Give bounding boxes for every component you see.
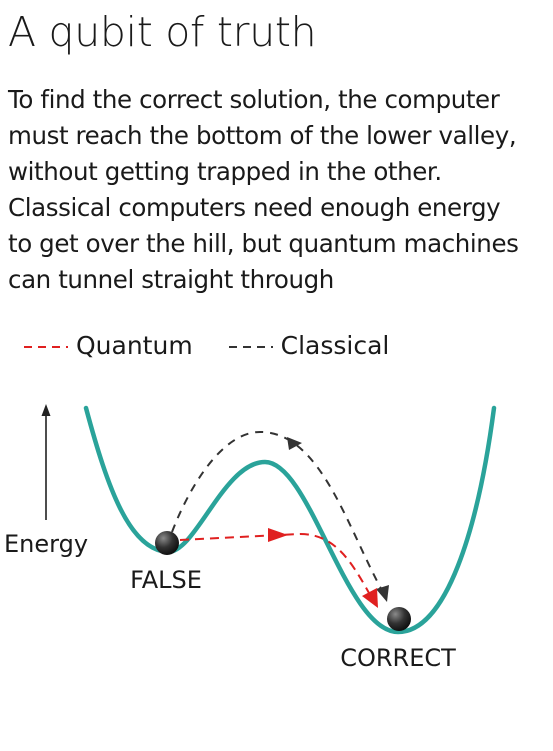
false-state-ball — [155, 531, 179, 555]
description-line: without getting trapped in the other. — [8, 157, 442, 186]
potential-curve — [83, 405, 497, 635]
quantum-arrowhead-bottom — [362, 588, 378, 608]
legend-label-classical: Classical — [280, 331, 390, 360]
classical-dash-swatch — [228, 346, 273, 348]
description-line: can tunnel straight through — [8, 265, 334, 294]
energy-landscape-diagram: Energy FALSE CORRECT — [4, 404, 497, 672]
classical-path — [171, 430, 385, 595]
energy-label: Energy — [4, 530, 88, 558]
legend-item-classical: Classical — [227, 328, 390, 364]
classical-arrowhead-top — [287, 437, 302, 450]
quantum-dash-swatch — [24, 346, 68, 348]
description-line: Classical computers need enough energy — [8, 193, 501, 222]
description-line: To find the correct solution, the comput… — [8, 85, 500, 114]
description: To find the correct solution, the comput… — [8, 82, 548, 298]
legend-label-quantum: Quantum — [76, 331, 193, 360]
quantum-path — [179, 532, 375, 603]
quantum-arrowhead-middle — [268, 528, 288, 542]
legend: Quantum Classical — [22, 328, 415, 364]
description-line: must reach the bottom of the lower valle… — [8, 121, 517, 150]
false-state-label: FALSE — [130, 566, 202, 594]
page-title: A qubit of truth — [8, 8, 317, 56]
correct-state-ball — [387, 607, 411, 631]
correct-state-label: CORRECT — [340, 644, 456, 672]
legend-item-quantum: Quantum — [22, 328, 193, 364]
energy-axis-arrow — [41, 404, 51, 520]
description-line: to get over the hill, but quantum machin… — [8, 229, 519, 258]
classical-arrowhead-bottom — [376, 585, 389, 602]
